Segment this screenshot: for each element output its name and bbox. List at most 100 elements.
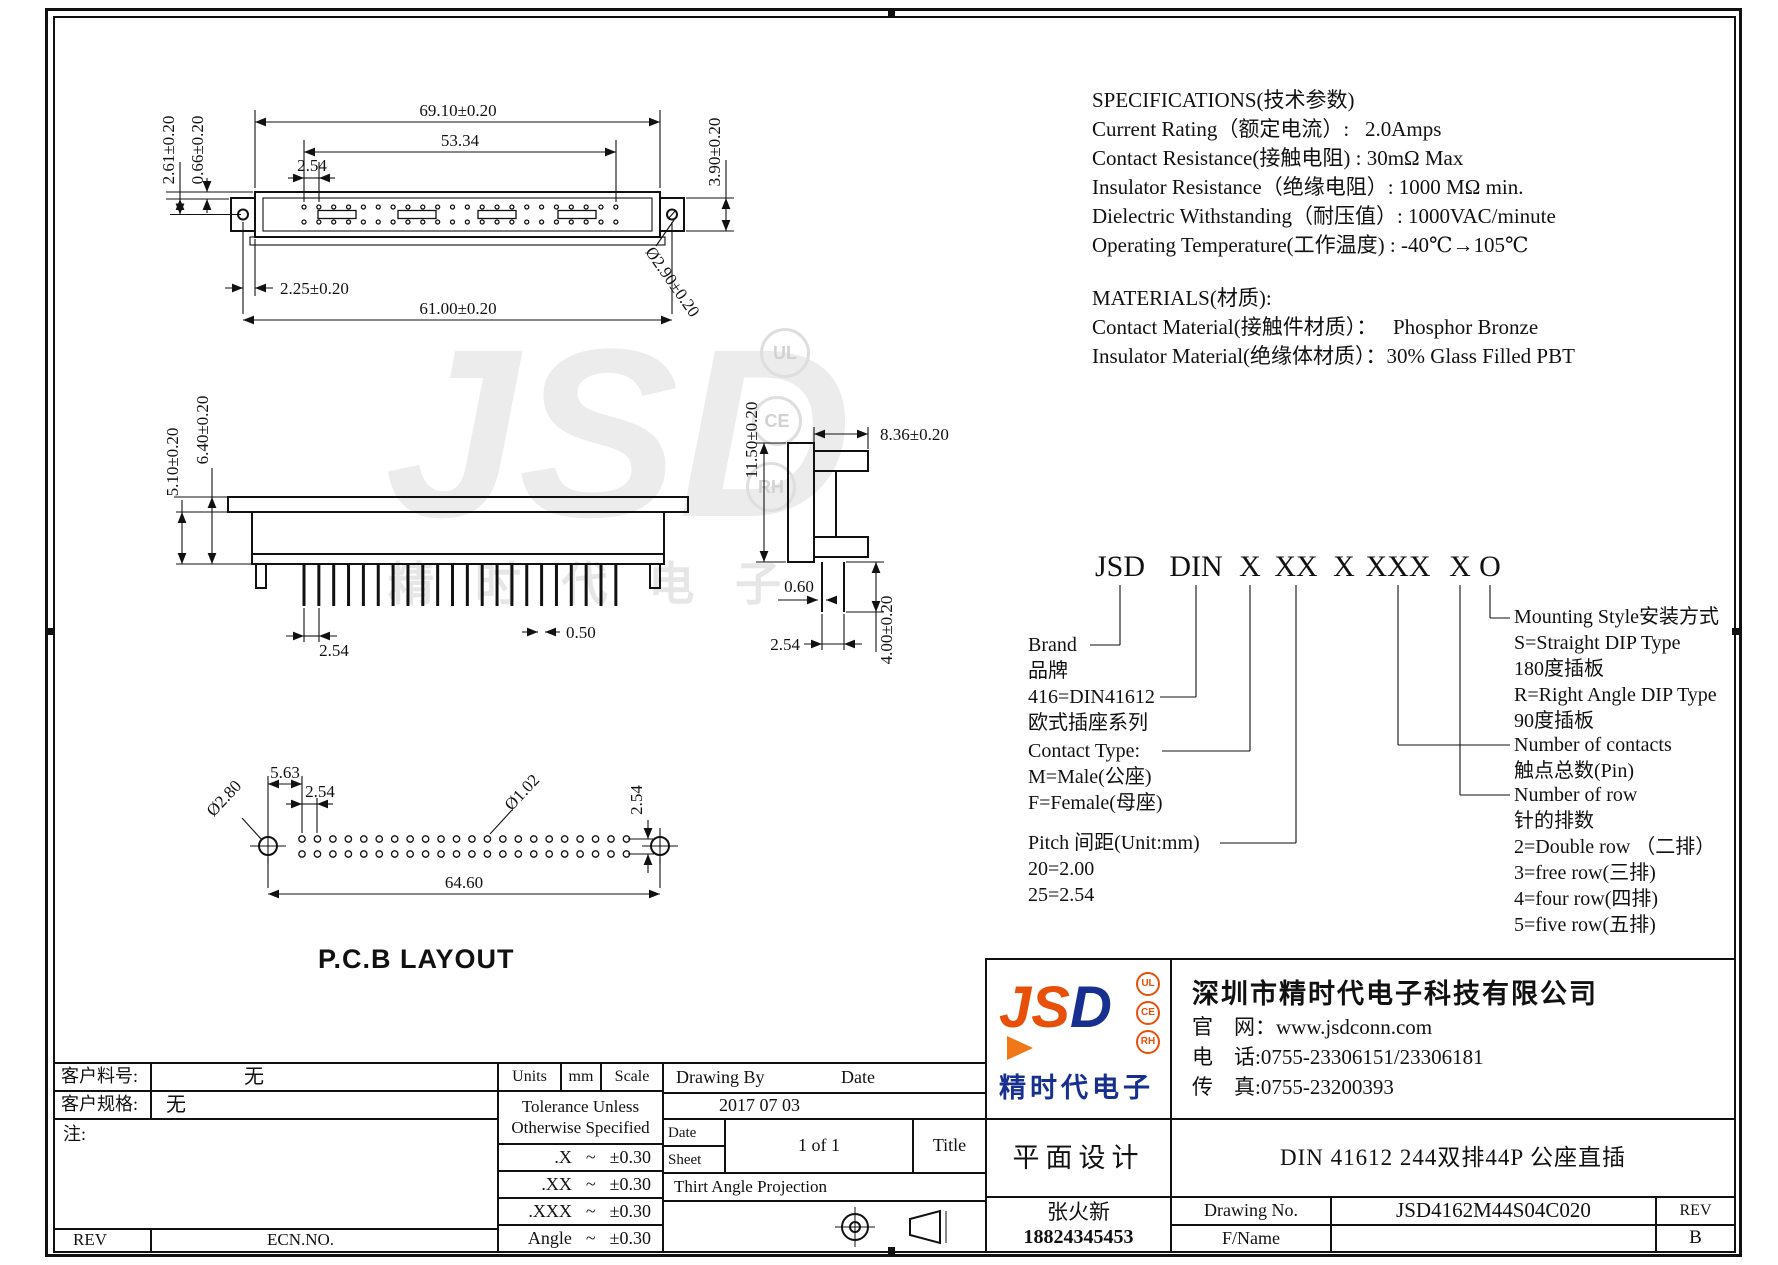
dim-front-pitch: 2.54	[319, 641, 349, 660]
customer-spec-label: 客户规格:	[61, 1094, 139, 1115]
top-view-outline	[230, 191, 685, 246]
customer-spec-value: 无	[166, 1094, 186, 1116]
specifications-block: SPECIFICATIONS(技术参数) Current Rating（额定电流…	[1092, 86, 1575, 371]
tolerance-title-line1: Tolerance Unless	[521, 1097, 640, 1117]
pn-token-row: X	[1333, 550, 1355, 583]
specs-title: SPECIFICATIONS(技术参数)	[1092, 88, 1355, 112]
pn-brand-cn: 品牌	[1028, 660, 1068, 682]
sheet-label: Sheet	[668, 1151, 702, 1168]
tolerance-row-xx: .XX ~ ±0.30	[497, 1170, 664, 1199]
tol-sep: ~	[585, 1227, 596, 1248]
dim-pcb-row-pitch: 2.54	[627, 785, 646, 815]
pn-rows-5: 5=five row(五排)	[1514, 914, 1656, 936]
dim-top-total-width: 69.10±0.20	[419, 101, 496, 120]
sheet-value: 1 of 1	[798, 1135, 840, 1156]
pn-token-last: O	[1479, 550, 1501, 583]
drawing-no-label: Drawing No.	[1204, 1200, 1298, 1221]
side-view-dimensions: 11.50±0.20 8.36±0.20 0.60 2.54 4.00±0.20	[742, 402, 949, 665]
units-value: mm	[568, 1068, 594, 1086]
pn-contacts-cn: 触点总数(Pin)	[1514, 760, 1634, 782]
tolerance-row-xxx: .XXX ~ ±0.30	[497, 1197, 664, 1226]
dim-pcb-span: 64.60	[445, 873, 483, 892]
pn-token-pitch: XX	[1274, 550, 1318, 583]
tolerance-row-x: .X ~ ±0.30	[497, 1143, 664, 1172]
jsd-logo: JSD	[999, 974, 1112, 1041]
dim-side-pitch: 2.54	[770, 635, 800, 654]
spec-operating-temp: Operating Temperature(工作温度) : -40℃→105℃	[1092, 233, 1529, 257]
dim-side-060: 0.60	[784, 577, 814, 596]
title-label: Title	[932, 1135, 967, 1156]
dim-top-225: 2.25±0.20	[280, 279, 349, 298]
drawing-no-label-cell: Drawing No.	[1170, 1196, 1332, 1226]
tol-value: ±0.30	[609, 1173, 652, 1194]
logo-cell: JSD UL CE RH 精时代电子	[985, 958, 1172, 1120]
pn-mounting-right-angle-cn: 90度插板	[1514, 710, 1594, 732]
date-label: Date	[841, 1067, 875, 1088]
dim-top-066: 0.66±0.20	[188, 116, 207, 185]
fname-label-cell: F/Name	[1170, 1224, 1332, 1253]
ecn-label: ECN.NO.	[267, 1230, 335, 1250]
pn-series-cn: 欧式插座系列	[1028, 712, 1148, 734]
dim-front-640: 6.40±0.20	[193, 396, 212, 465]
dim-pcb-563: 5.63	[270, 763, 300, 782]
fold-mark-right	[1732, 628, 1742, 635]
pn-token-mounting: X	[1449, 550, 1471, 583]
customer-part-label: 客户料号:	[61, 1066, 139, 1087]
dim-side-400: 4.00±0.20	[877, 596, 896, 665]
third-angle-projection-icon	[835, 1206, 947, 1247]
fname-value-cell	[1330, 1224, 1657, 1253]
rev-label-cell: REV	[53, 1228, 152, 1253]
pn-rows-4: 4=four row(四排)	[1514, 888, 1659, 910]
dim-side-1150: 11.50±0.20	[742, 402, 761, 479]
designer-cell: 张火新 18824345453	[985, 1196, 1172, 1253]
dim-front-510: 5.10±0.20	[163, 428, 182, 497]
tol-key: .XX	[541, 1173, 572, 1194]
ecn-cell: ECN.NO.	[150, 1228, 499, 1253]
pn-pitch-20: 20=2.00	[1028, 858, 1095, 880]
logo-triangle-icon	[1007, 1036, 1033, 1060]
dim-side-836: 8.36±0.20	[880, 425, 949, 444]
pn-series-legend: 416=DIN41612 欧式插座系列	[1028, 684, 1155, 736]
pn-brand-en: Brand	[1028, 634, 1077, 656]
sheet-row-cell: Sheet	[662, 1145, 726, 1174]
tol-sep: ~	[585, 1146, 596, 1167]
drawing-no-value: JSD4162M44S04C020	[1396, 1198, 1591, 1223]
company-name: 深圳市精时代电子科技有限公司	[1192, 978, 1598, 1009]
note-cell: 注:	[53, 1118, 499, 1230]
scale-label: Scale	[614, 1068, 650, 1086]
date-value: 2017 07 03	[719, 1095, 800, 1116]
pcb-layout-caption: P.C.B LAYOUT	[318, 944, 515, 974]
logo-js: JS	[999, 975, 1070, 1040]
fname-label: F/Name	[1222, 1227, 1280, 1248]
rev-column-label: REV	[1679, 1202, 1712, 1220]
tol-value: ±0.30	[609, 1200, 652, 1221]
drawing-no-value-cell: JSD4162M44S04C020	[1330, 1196, 1657, 1226]
pn-mounting-legend: Mounting Style安装方式 S=Straight DIP Type 1…	[1514, 604, 1719, 734]
spec-current-rating: Current Rating（额定电流）: 2.0Amps	[1092, 117, 1442, 141]
pn-contact-type-title: Contact Type:	[1028, 740, 1141, 762]
pn-pitch-25: 25=2.54	[1028, 884, 1095, 906]
pn-pitch-title: Pitch 间距(Unit:mm)	[1028, 832, 1200, 854]
tol-value: ±0.30	[609, 1146, 652, 1167]
customer-part-label-cell: 客户料号:	[53, 1062, 152, 1092]
rh-badge-icon: RH	[1136, 1030, 1160, 1054]
pn-mounting-title: Mounting Style安装方式	[1514, 606, 1720, 628]
customer-spec-label-cell: 客户规格:	[53, 1090, 152, 1120]
pn-mounting-straight: S=Straight DIP Type	[1514, 632, 1681, 654]
drawing-by-label: Drawing By	[676, 1067, 765, 1088]
ul-badge-icon: UL	[1136, 972, 1160, 996]
design-type: 平面设计	[1012, 1142, 1145, 1173]
fold-mark-top	[888, 8, 895, 18]
rev-value: B	[1689, 1227, 1702, 1249]
company-cell: 深圳市精时代电子科技有限公司 官 网：www.jsdconn.com 电 话:0…	[1170, 958, 1736, 1120]
title-label-cell: Title	[912, 1118, 987, 1174]
product-title: DIN 41612 244双排44P 公座直插	[1279, 1145, 1627, 1171]
spec-insulator-resistance: Insulator Resistance（绝缘电阻）: 1000 MΩ min.	[1092, 175, 1524, 199]
designer-name: 张火新	[1047, 1199, 1110, 1224]
dim-top-inner-width: 53.34	[441, 131, 480, 150]
sheet-value-cell: 1 of 1	[724, 1118, 914, 1174]
front-view-dimensions: 6.40±0.20 5.10±0.20 2.54 0.50	[163, 396, 596, 660]
date-row-label: Date	[668, 1124, 697, 1141]
projection-symbols-cell	[662, 1200, 987, 1253]
